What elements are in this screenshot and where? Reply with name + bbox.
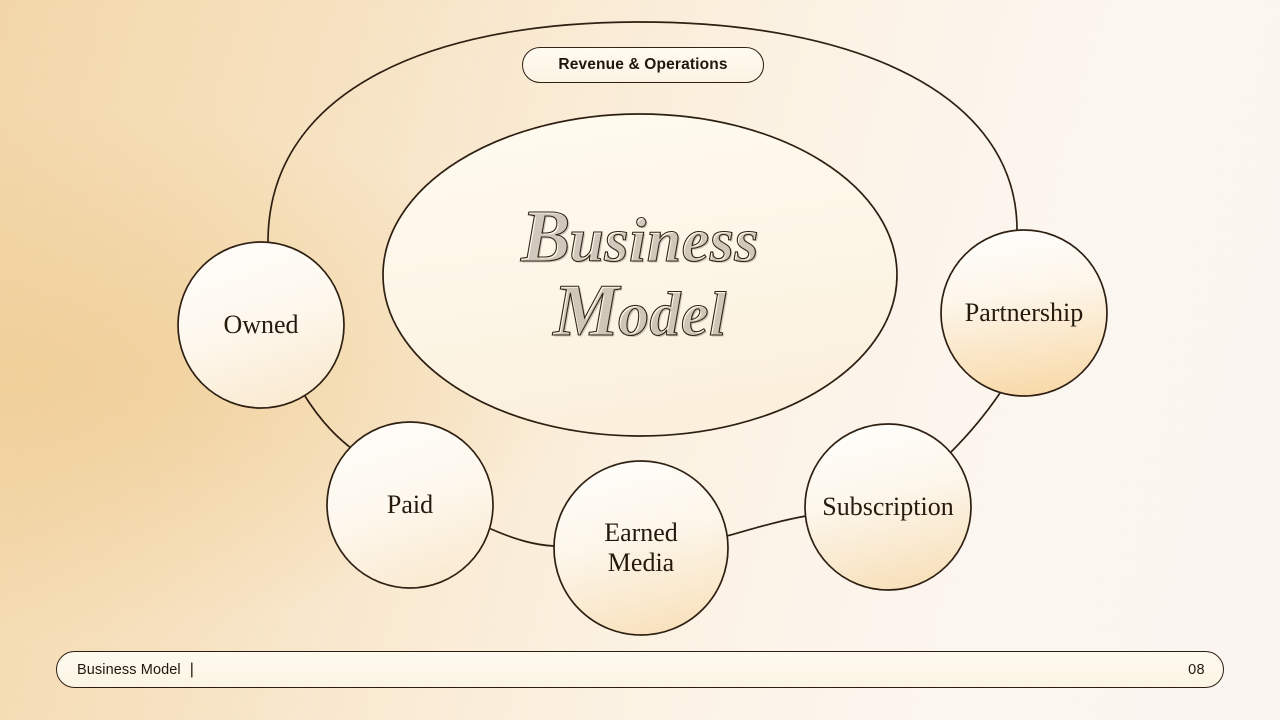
- node-circle-owned[interactable]: [177, 241, 345, 409]
- center-ellipse: [382, 113, 898, 437]
- connector-paid-earned: [490, 528, 555, 547]
- node-circle-subscription[interactable]: [804, 423, 972, 591]
- node-circle-earned-media[interactable]: [553, 460, 729, 636]
- connector-owned-paid: [302, 392, 357, 453]
- outer-arc-path: [267, 21, 1018, 243]
- node-circle-partnership[interactable]: [940, 229, 1108, 397]
- node-circle-paid[interactable]: [326, 421, 494, 589]
- connector-earned-subscription: [726, 515, 807, 537]
- footer-bar: Business Model | 08: [56, 651, 1224, 688]
- page-number: 08: [1188, 661, 1205, 678]
- footer-left-group: Business Model |: [77, 660, 195, 678]
- footer-label: Business Model: [77, 661, 181, 678]
- footer-divider: |: [189, 660, 195, 678]
- badge-label: Revenue & Operations: [558, 56, 728, 73]
- badge-revenue-operations[interactable]: Revenue & Operations: [522, 47, 764, 83]
- connector-subscription-partnership: [950, 392, 1001, 453]
